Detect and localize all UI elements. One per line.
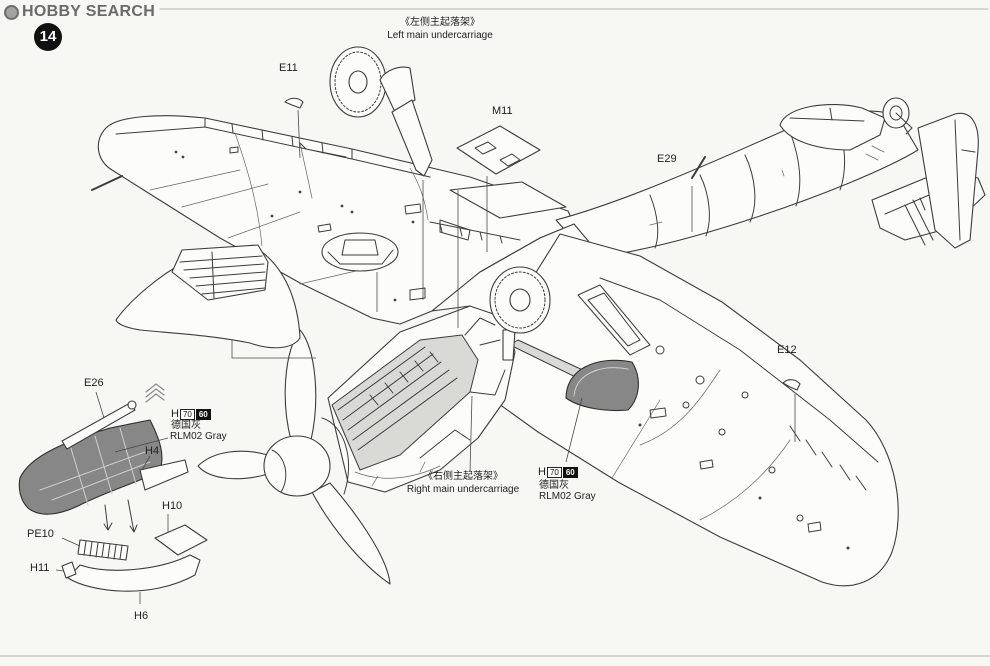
- tailplane-struts: [904, 199, 934, 246]
- label-m11: M11: [492, 105, 513, 117]
- label-e12: E12: [777, 344, 797, 356]
- engine-mount-lines: [419, 317, 506, 459]
- assembly-arrows: [103, 499, 138, 533]
- vent-slat-lines: [179, 251, 266, 299]
- part-e29-rod: [691, 156, 706, 179]
- radiator-flap-hinge: [429, 221, 521, 244]
- paint-name-zh-right: 德国灰: [539, 480, 569, 491]
- part-e12: [782, 379, 801, 391]
- label-pe10: PE10: [27, 528, 54, 540]
- m11-plate-holes: [474, 141, 521, 167]
- label-h6: H6: [134, 610, 149, 622]
- starboard-wing-panel-lines: [611, 369, 791, 521]
- tail-wheel: [882, 97, 913, 135]
- propeller-blade-left: [197, 450, 269, 480]
- label-e29: E29: [657, 153, 677, 165]
- radiator-flap: [449, 181, 567, 219]
- left-gear-door: [379, 66, 416, 113]
- cowling-front-ring: [321, 417, 350, 495]
- starboard-wing: [487, 233, 899, 587]
- paint-name-en-right: RLM02 Gray: [539, 491, 596, 502]
- right-undercarriage-label-zh: 《右侧主起落架》: [423, 471, 503, 482]
- port-wing-access-panels: [229, 146, 471, 301]
- port-wheel-well-detail: [327, 239, 394, 265]
- label-h4: H4: [145, 445, 160, 457]
- paint-code-primary: 70: [546, 466, 562, 478]
- paint-code-secondary: 60: [562, 466, 578, 478]
- starboard-gun-access-panel: [577, 284, 651, 356]
- watermark-text: HOBBY SEARCH: [22, 3, 156, 20]
- tail-wheel-fork: [895, 112, 913, 135]
- part-h10: [154, 524, 208, 556]
- part-e11: [284, 97, 304, 109]
- part-h11: [61, 561, 77, 579]
- h4-inner-grid: [39, 427, 151, 506]
- upper-cowling-assembly: [115, 244, 301, 349]
- stripes-mark-icon: [145, 383, 165, 403]
- left-wheel-hub: [348, 70, 368, 94]
- label-h11: H11: [30, 562, 50, 574]
- paint-code-secondary: 60: [195, 408, 211, 420]
- pe10-grille-bars: [83, 540, 123, 560]
- paint-name-zh-left: 德国灰: [171, 420, 201, 431]
- fuselage-panel-marks: [649, 145, 885, 226]
- e26-knob: [127, 400, 137, 410]
- starboard-wing-rivets: [638, 345, 850, 550]
- rudder-hinge-line: [954, 119, 976, 241]
- port-wing-panel-lines: [149, 132, 429, 285]
- watermark: HOBBY SEARCH: [4, 3, 155, 21]
- nose-section: [321, 305, 516, 495]
- page-border-lines: [0, 8, 990, 657]
- part-h4: [18, 419, 189, 515]
- label-e11: E11: [279, 62, 298, 74]
- port-elevator-line: [789, 107, 865, 122]
- pitot-tube: [91, 175, 123, 191]
- left-undercarriage-label-zh: 《左侧主起落架》: [400, 17, 480, 28]
- step-number: 14: [34, 23, 62, 51]
- paint-code-left: H 70 60: [171, 408, 211, 420]
- left-gear-leg: [391, 99, 433, 177]
- part-h6: [67, 554, 201, 592]
- port-wing-rivets: [174, 150, 415, 302]
- paint-letter: H: [171, 408, 179, 420]
- leader-lines: [55, 109, 796, 604]
- right-gear-door: [565, 359, 639, 411]
- label-h10: H10: [162, 500, 183, 512]
- right-main-undercarriage: [489, 266, 639, 411]
- port-wheel-well: [321, 232, 399, 272]
- paint-code-primary: 70: [179, 408, 195, 420]
- part-e26-rod: [61, 402, 136, 450]
- right-gear-strut: [502, 329, 516, 361]
- right-wheel-tread: [494, 271, 546, 329]
- fuselage-frame-bands: [649, 114, 845, 249]
- h4-lip: [139, 459, 189, 491]
- left-undercarriage-label-en: Left main undercarriage: [387, 30, 493, 41]
- hobby-search-logo-icon: [4, 4, 19, 20]
- port-wing: [91, 115, 575, 325]
- spinner-ring: [271, 449, 287, 493]
- starboard-access-panels: [649, 407, 822, 533]
- paint-code-right: H 70 60: [538, 466, 578, 478]
- propeller-blade-lower: [311, 482, 391, 585]
- tail-fin: [917, 112, 979, 249]
- right-gear-door-rim: [573, 367, 629, 397]
- paint-letter: H: [538, 466, 546, 478]
- right-undercarriage-label-en: Right main undercarriage: [406, 484, 520, 495]
- tail-wheel-hub: [889, 105, 903, 121]
- propeller-blade-upper: [284, 329, 317, 441]
- right-wheel-hub: [509, 288, 531, 312]
- m11-plate: [456, 125, 541, 175]
- part-m11: [456, 125, 541, 175]
- engine-cylinder-lines: [337, 346, 458, 451]
- paint-name-en-left: RLM02 Gray: [170, 431, 227, 442]
- nose-lower-skin-lines: [354, 461, 441, 487]
- left-main-undercarriage: [329, 46, 433, 177]
- propeller: [197, 329, 391, 585]
- propeller-spinner: [263, 435, 331, 497]
- starboard-wing-outline: [487, 233, 899, 587]
- port-aileron-lines: [115, 117, 431, 178]
- label-e26: E26: [84, 377, 104, 389]
